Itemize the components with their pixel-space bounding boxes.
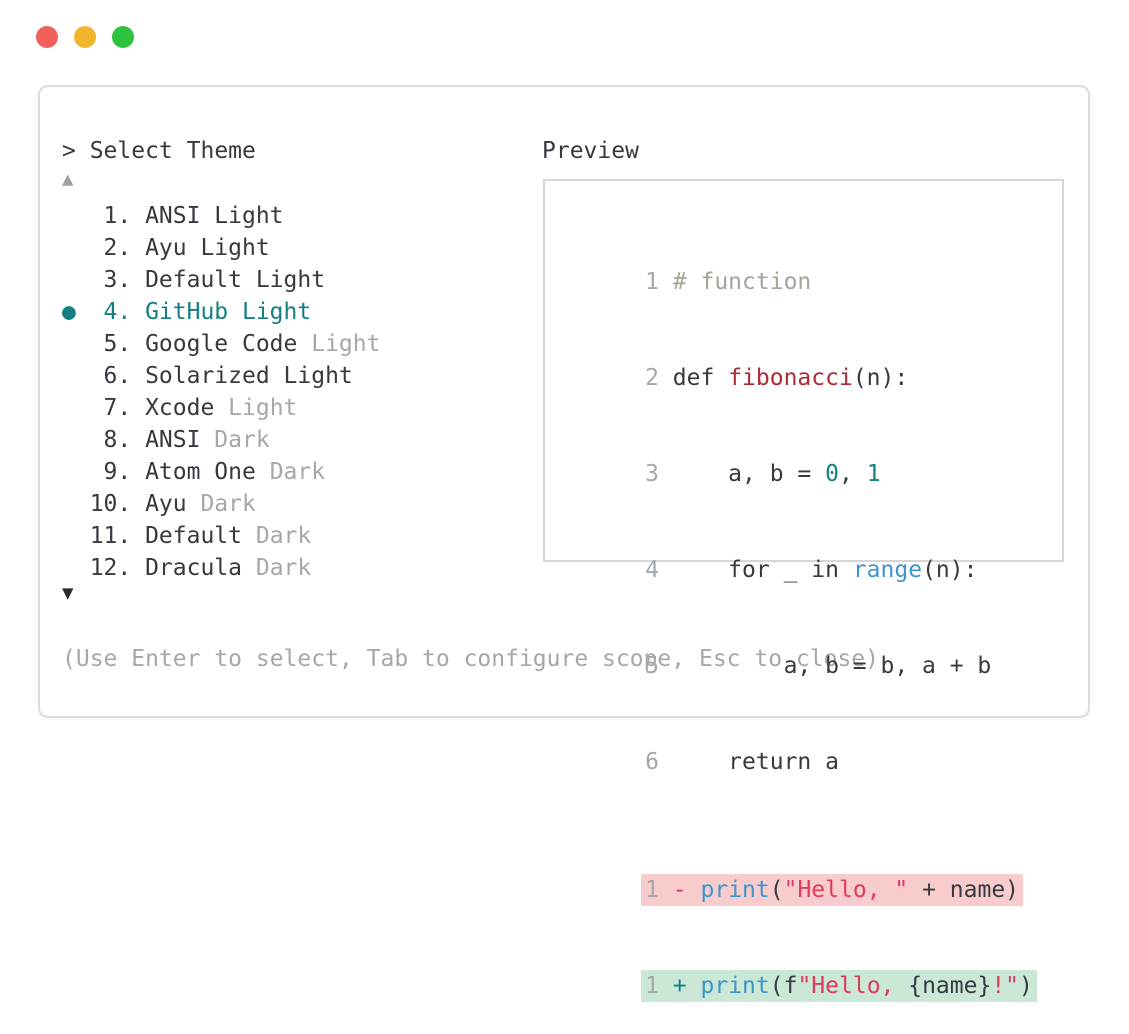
preview-title: Preview	[542, 138, 639, 164]
code-line: 3 a, b = 0, 1	[645, 461, 881, 487]
theme-item-ayu-light[interactable]: 2. Ayu Light	[62, 232, 380, 264]
item-number: 6.	[103, 363, 132, 389]
blank-line	[562, 810, 1062, 842]
selected-dot-slot	[62, 488, 90, 520]
item-label-dim: Light	[228, 395, 298, 421]
item-label: Atom One	[145, 459, 256, 485]
selected-dot-slot	[62, 552, 90, 584]
item-number: 10.	[89, 491, 132, 517]
item-label-dim: Light	[311, 331, 381, 357]
item-label-dim: Dark	[200, 491, 256, 517]
item-label: Default	[145, 523, 242, 549]
theme-item-dracula-dark[interactable]: 12. Dracula Dark	[62, 552, 380, 584]
theme-item-atom-one-dark[interactable]: 9. Atom One Dark	[62, 456, 380, 488]
item-number: 8.	[103, 427, 132, 453]
item-label-dim: Dark	[255, 523, 312, 549]
theme-item-xcode-light[interactable]: 7. Xcode Light	[62, 392, 380, 424]
item-number: 4.	[103, 299, 132, 325]
dialog-title: > Select Theme	[62, 138, 256, 164]
theme-item-ansi-light[interactable]: 1. ANSI Light	[62, 200, 380, 232]
item-label: Solarized Light	[145, 363, 353, 389]
line-number: 1	[645, 877, 659, 903]
selected-dot-slot	[62, 200, 90, 232]
selected-dot-slot	[62, 360, 90, 392]
line-number: 6	[645, 749, 659, 775]
selected-dot-slot	[62, 328, 90, 360]
theme-item-default-light[interactable]: 3. Default Light	[62, 264, 380, 296]
diff-added-line: 1+ print(f"Hello, {name}!")	[562, 938, 1062, 1034]
line-number: 2	[645, 365, 659, 391]
item-label-dim: Dark	[269, 459, 326, 485]
item-label: GitHub Light	[145, 299, 312, 325]
item-label: Google Code	[145, 331, 298, 357]
selected-dot-icon: ●	[62, 299, 76, 325]
item-label: ANSI	[145, 427, 201, 453]
item-label: Default Light	[145, 267, 326, 293]
window-controls	[36, 26, 134, 48]
item-label-dim: Dark	[255, 555, 312, 581]
selected-dot-slot	[62, 520, 90, 552]
line-number: 5	[645, 653, 659, 679]
item-label-dim: Dark	[214, 427, 270, 453]
code-line: 4 for _ in range(n):	[645, 557, 978, 583]
theme-item-default-dark[interactable]: 11. Default Dark	[62, 520, 380, 552]
item-label: Ayu	[145, 491, 187, 517]
item-label: Ayu Light	[145, 235, 270, 261]
close-button[interactable]	[36, 26, 58, 48]
item-number: 11.	[89, 523, 132, 549]
theme-item-ayu-dark[interactable]: 10. Ayu Dark	[62, 488, 380, 520]
minimize-button[interactable]	[74, 26, 96, 48]
item-number: 7.	[103, 395, 132, 421]
item-number: 1.	[103, 203, 132, 229]
item-number: 5.	[103, 331, 132, 357]
item-number: 12.	[89, 555, 132, 581]
theme-selector-dialog: > Select Theme Preview ▲ 1. ANSI Light 2.…	[38, 85, 1090, 1002]
selected-dot-slot	[62, 232, 90, 264]
line-number: 1	[645, 973, 659, 999]
item-label: ANSI Light	[145, 203, 284, 229]
code-line: 6 return a	[645, 749, 839, 775]
selected-dot-slot	[62, 456, 90, 488]
keyboard-hint: (Use Enter to select, Tab to configure s…	[62, 646, 879, 672]
line-number: 3	[645, 461, 659, 487]
selected-dot-slot	[62, 392, 90, 424]
zoom-button[interactable]	[112, 26, 134, 48]
item-number: 3.	[103, 267, 132, 293]
item-label: Dracula	[145, 555, 242, 581]
theme-item-ansi-dark[interactable]: 8. ANSI Dark	[62, 424, 380, 456]
theme-item-google-code-light[interactable]: 5. Google Code Light	[62, 328, 381, 360]
diff-removed-line: 1- print("Hello, " + name)	[562, 842, 1062, 938]
item-label: Xcode	[145, 395, 215, 421]
selected-dot-slot	[62, 424, 90, 456]
theme-item-github-light[interactable]: ● 4. GitHub Light	[62, 296, 380, 328]
theme-item-solarized-light[interactable]: 6. Solarized Light	[62, 360, 380, 392]
selected-dot-slot	[62, 264, 90, 296]
scroll-down-icon[interactable]: ▼	[62, 582, 74, 604]
scroll-up-icon[interactable]: ▲	[62, 168, 74, 190]
code-line: 5 a, b = b, a + b	[645, 653, 992, 679]
item-number: 9.	[103, 459, 132, 485]
line-number: 1	[645, 269, 659, 295]
line-number: 4	[645, 557, 659, 583]
theme-list: 1. ANSI Light 2. Ayu Light 3. Default Light…	[62, 200, 380, 584]
code-line: 1# function	[645, 269, 812, 295]
item-number: 2.	[103, 235, 132, 261]
